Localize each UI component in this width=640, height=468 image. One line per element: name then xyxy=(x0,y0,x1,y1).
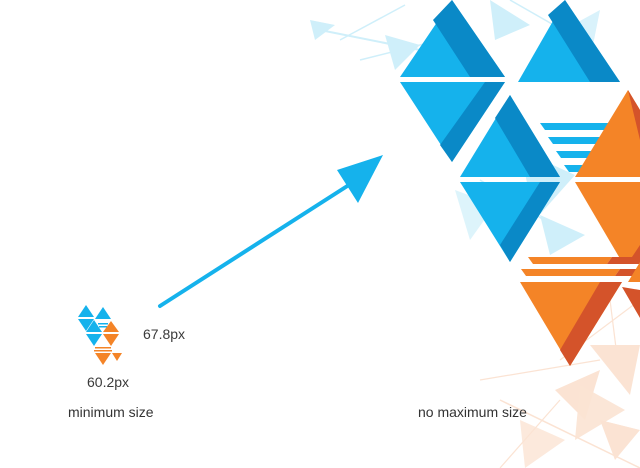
maximum-size-caption: no maximum size xyxy=(418,404,527,420)
logo-triangle xyxy=(548,0,620,82)
logo-stripes-orange xyxy=(521,257,620,276)
height-dimension-label: 67.8px xyxy=(143,326,186,342)
width-dimension-label: 60.2px xyxy=(87,374,130,390)
logo-small xyxy=(78,305,122,365)
logo-triangle xyxy=(500,182,560,262)
logo-triangle xyxy=(622,287,640,318)
minimum-size-caption: minimum size xyxy=(68,404,154,420)
logo-triangle xyxy=(575,90,640,177)
orange-network-decoration xyxy=(479,299,640,468)
logo-triangle xyxy=(628,90,640,140)
logo-triangle xyxy=(628,262,640,282)
logo-large xyxy=(400,0,640,366)
logo-triangle xyxy=(495,95,560,177)
scale-arrow xyxy=(158,155,383,308)
logo-triangle xyxy=(560,282,622,366)
logo-triangle xyxy=(575,182,640,262)
logo-triangle xyxy=(440,82,505,162)
logo-triangle xyxy=(433,0,505,77)
